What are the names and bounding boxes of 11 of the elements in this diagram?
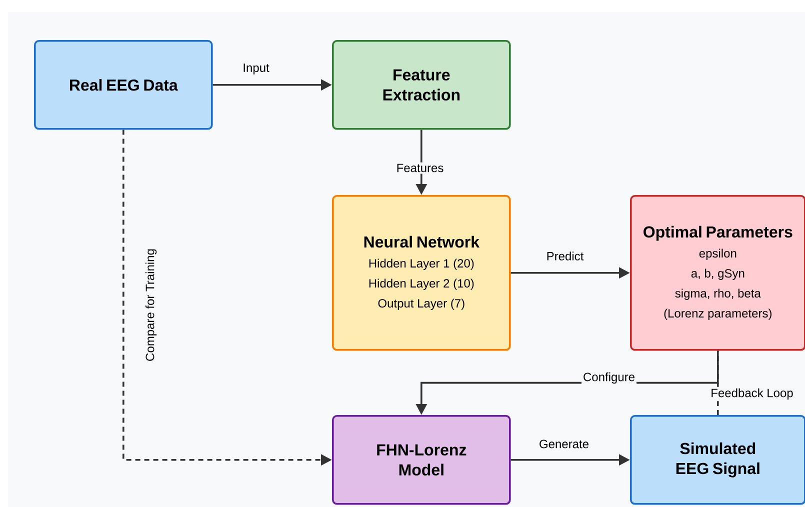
process-box: Optimal Parameters epsilon a, b, gSyn sigma, rho, beta (Lorenz parameters) <box>630 195 805 351</box>
process-box: Simulated EEG Signal <box>630 415 805 505</box>
process-box: FHN-Lorenz Model <box>332 415 511 505</box>
edge-label: Input <box>241 62 271 76</box>
edge-label: Compare for Training <box>144 247 158 363</box>
edge-label: Predict <box>544 250 586 262</box>
process-box: Real EEG Data <box>34 40 213 130</box>
edge-label: Configure <box>582 370 637 386</box>
edge-label: Feedback Loop <box>709 386 795 402</box>
process-box: Feature Extraction <box>332 40 511 130</box>
process-box: Neural Network Hidden Layer 1 (20) Hidden Layer 2 (10) Output Layer (7) <box>332 195 511 351</box>
